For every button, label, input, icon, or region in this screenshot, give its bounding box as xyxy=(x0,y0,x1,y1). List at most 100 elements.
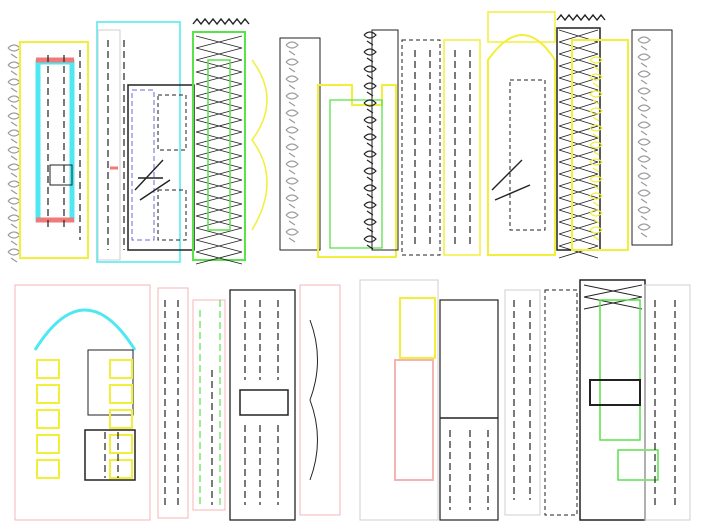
door-12-lattice xyxy=(558,65,599,79)
door-4-lattice xyxy=(195,119,243,133)
door-12-lattice xyxy=(558,53,599,67)
carving-column-left xyxy=(7,214,21,229)
door-15-yellow-square xyxy=(109,384,133,404)
door-6-carving xyxy=(285,109,299,124)
zigzag-crown xyxy=(556,13,606,22)
door-15-yellow-square xyxy=(36,409,60,429)
door-13-carving xyxy=(589,73,603,88)
door-12-lattice xyxy=(558,173,599,187)
door-6-carving xyxy=(285,75,299,90)
door-12-lattice xyxy=(558,245,599,259)
door-15-yellow-square xyxy=(109,459,133,479)
door-3-upper-panel xyxy=(157,94,187,151)
carving-column-left xyxy=(7,129,21,144)
door-14-carving xyxy=(637,155,651,170)
carving-column-left xyxy=(7,112,21,127)
carving-column-left xyxy=(7,95,21,110)
door-4-lattice xyxy=(195,83,243,97)
door-8-carving xyxy=(363,150,377,165)
door-14-carving xyxy=(637,53,651,68)
door-24-fret xyxy=(583,284,643,298)
door-16-frame xyxy=(157,287,189,519)
carving-column-left xyxy=(7,197,21,212)
door-11-arched-frame xyxy=(487,34,556,256)
door-15-yellow-square xyxy=(36,384,60,404)
door-1-lock-box xyxy=(49,164,73,186)
door-4-frame xyxy=(192,31,246,261)
door-2-stile xyxy=(97,29,121,261)
carving-column-left xyxy=(7,44,21,59)
door-18-frame xyxy=(229,289,296,521)
door-4-lattice xyxy=(195,179,243,193)
door-13-carving xyxy=(589,107,603,122)
door-15-yellow-square xyxy=(109,434,133,454)
door-8-carving xyxy=(363,184,377,199)
door-4-lattice xyxy=(195,191,243,205)
door-13-carving xyxy=(589,192,603,207)
door-13-carving xyxy=(589,209,603,224)
door-15-yellow-square xyxy=(109,359,133,379)
door-1-frame xyxy=(19,41,89,259)
door-8-carving xyxy=(363,31,377,46)
carving-column-left xyxy=(7,163,21,178)
door-14-carving xyxy=(637,172,651,187)
door-12-lattice xyxy=(558,77,599,91)
door-17-frame xyxy=(192,299,226,511)
door-14-carving xyxy=(637,189,651,204)
door-12-lattice xyxy=(558,137,599,151)
door-7-frame xyxy=(317,84,397,258)
door-4-lattice xyxy=(195,95,243,109)
door-4-lattice xyxy=(195,35,243,49)
door-15-yellow-square xyxy=(36,459,60,479)
door-13-carving xyxy=(589,141,603,156)
door-14-carving xyxy=(637,206,651,221)
door-1-inner-panel xyxy=(35,59,75,223)
door-4-lattice xyxy=(195,47,243,61)
door-4-lattice xyxy=(195,143,243,157)
door-15-arch xyxy=(33,308,137,351)
door-4-lattice xyxy=(195,107,243,121)
door-6-carving xyxy=(285,41,299,56)
door-14-carving xyxy=(637,87,651,102)
door-11-inner-panel xyxy=(509,79,546,231)
door-14-carving xyxy=(637,104,651,119)
door-4-lattice xyxy=(195,167,243,181)
door-18-mid-rail xyxy=(239,389,289,416)
door-25-frame xyxy=(644,284,691,521)
door-24-fret xyxy=(583,296,643,310)
door-8-carving xyxy=(363,218,377,233)
door-4-lattice xyxy=(195,71,243,85)
door-2-frame xyxy=(96,21,181,263)
door-13-carving xyxy=(589,175,603,190)
zigzag-crown xyxy=(192,17,250,26)
carving-column-left xyxy=(7,231,21,246)
door-6-carving xyxy=(285,126,299,141)
carving-column-left xyxy=(7,78,21,93)
door-4-lattice xyxy=(195,239,243,253)
door-6-carving xyxy=(285,228,299,243)
door-20-frame xyxy=(359,279,439,521)
door-15-lower-panel xyxy=(84,429,136,481)
door-8-carving xyxy=(363,116,377,131)
door-14-frame xyxy=(631,29,673,246)
door-13-carving xyxy=(589,56,603,71)
door-13-carving xyxy=(589,226,603,241)
door-4-lattice xyxy=(195,155,243,169)
door-13-frame xyxy=(571,39,629,251)
door-4-lattice xyxy=(195,131,243,145)
door-4-lattice xyxy=(195,215,243,229)
door-13-carving xyxy=(589,90,603,105)
carving-column-left xyxy=(7,146,21,161)
door-3-left-panel xyxy=(131,89,155,241)
door-13-carving xyxy=(589,158,603,173)
door-19-frame xyxy=(299,284,341,516)
door-3-lower-panel xyxy=(157,189,187,241)
door-15-yellow-square xyxy=(36,434,60,454)
door-14-carving xyxy=(637,121,651,136)
door-6-carving xyxy=(285,194,299,209)
door-13-carving xyxy=(589,124,603,139)
door-15-frame xyxy=(14,284,151,521)
door-14-carving xyxy=(637,138,651,153)
